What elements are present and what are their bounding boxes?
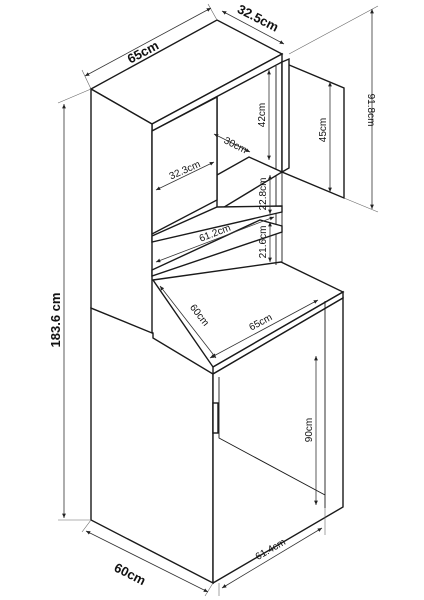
lower-inner-side: [218, 377, 326, 508]
lower-left-side-panel: [90, 306, 214, 585]
label-shelf-gap: 22.8cm: [258, 178, 269, 211]
label-lower-gap: 21.6cm: [258, 226, 269, 259]
upper-shelf: [216, 156, 284, 210]
upper-right-door-open: [281, 60, 345, 200]
label-total-height: 183.6 cm: [48, 293, 63, 348]
label-door-height: 45cm: [318, 118, 329, 142]
door-handle: [212, 402, 219, 434]
label-compartment-height: 42cm: [257, 103, 268, 127]
label-top-depth: 32.5cm: [235, 1, 281, 34]
label-cabinet-height: 90cm: [304, 418, 315, 442]
label-shelf-depth: 30cm: [222, 135, 249, 156]
dimension-lines: [57, 3, 379, 597]
label-base-depth: 60cm: [112, 560, 148, 588]
upper-left-side-panel: [90, 87, 153, 335]
label-upper-height: 91.8cm: [365, 94, 376, 127]
